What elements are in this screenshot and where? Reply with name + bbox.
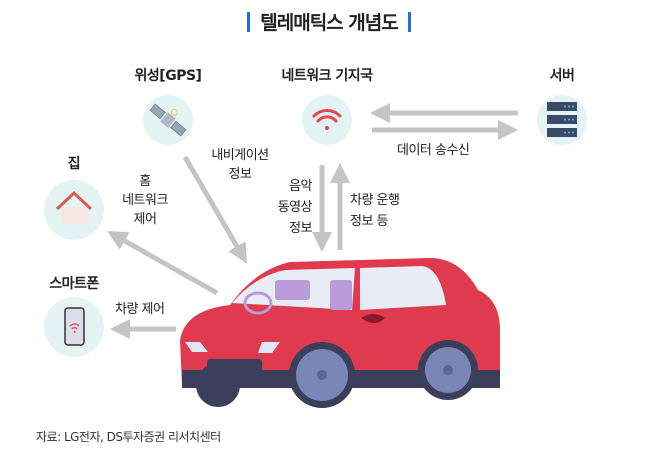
home-control-line-1: 홈 [139, 174, 151, 189]
vehicle-info-line-2: 정보 등 [350, 214, 389, 229]
media-line-3: 정보 [289, 221, 312, 236]
media-label: 음악 동영상 정보 [250, 176, 313, 239]
media-line-1: 음악 [289, 179, 312, 194]
car-illustration [180, 258, 500, 408]
smartphone-icon [64, 307, 85, 346]
server-label: 서버 [549, 68, 575, 84]
home-control-line-2: 네트워크 [122, 193, 168, 208]
navigation-line-2: 정보 [228, 167, 252, 182]
server-icon [547, 102, 577, 137]
home-control-label: 홈 네트워크 제어 [105, 172, 185, 229]
vehicle-info-label: 차량 운행 정보 등 [350, 190, 400, 232]
vehicle-info-line-1: 차량 운행 [350, 193, 400, 208]
media-line-2: 동영상 [277, 200, 313, 215]
vehicle-control-label: 차량 제어 [115, 302, 165, 317]
title-bar-right [407, 12, 411, 32]
navigation-line-1: 내비게이션 [211, 148, 269, 163]
arrows [107, 103, 518, 339]
smartphone-label: 스마트폰 [49, 276, 99, 292]
home-icon [55, 190, 93, 224]
wifi-icon [312, 109, 342, 130]
home-control-line-3: 제어 [133, 212, 157, 227]
navigation-label: 내비게이션 정보 [200, 146, 280, 184]
satellite-label: 위성[GPS] [134, 68, 202, 84]
front-wheel [196, 363, 240, 407]
home-label: 집 [67, 156, 81, 172]
arrow-car-to-home [107, 231, 219, 296]
source-note: 자료: LG전자, DS투자증권 리서치센터 [36, 430, 221, 444]
title-bar-left [247, 12, 251, 32]
network-circle [302, 95, 352, 145]
diagram-title: 텔레매틱스 개념도 [0, 8, 658, 35]
network-label: 네트워크 기지국 [281, 68, 373, 84]
satellite-icon [149, 103, 187, 137]
data-exchange-label: 데이터 송수신 [397, 143, 470, 158]
title-text: 텔레매틱스 개념도 [260, 12, 398, 34]
arrow-satellite-to-car [182, 155, 248, 264]
